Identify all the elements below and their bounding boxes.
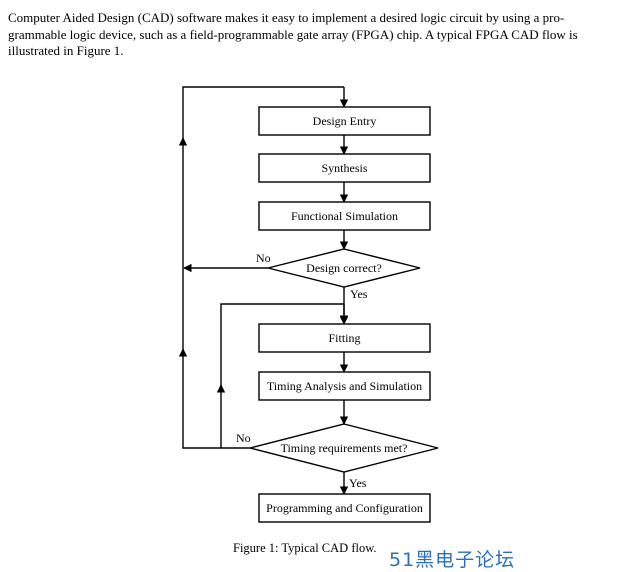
design-correct-label: Design correct? bbox=[306, 261, 382, 275]
no-label-decision-2: No bbox=[236, 431, 251, 445]
intro-line-2: grammable logic device, such as a field-… bbox=[8, 26, 578, 42]
outer-feedback-loop bbox=[182, 86, 344, 449]
fitting-label: Fitting bbox=[328, 331, 360, 345]
intro-paragraph: Computer Aided Design (CAD) software mak… bbox=[8, 10, 611, 60]
inner-feedback-loop bbox=[220, 303, 344, 448]
functional-simulation-label: Functional Simulation bbox=[291, 209, 398, 223]
design-entry-label: Design Entry bbox=[313, 114, 377, 128]
timing-met-label: Timing requirements met? bbox=[281, 441, 408, 455]
timing-analysis-label: Timing Analysis and Simulation bbox=[267, 379, 422, 393]
yes-label-decision-1: Yes bbox=[350, 287, 368, 301]
intro-line-1: Computer Aided Design (CAD) software mak… bbox=[8, 10, 565, 25]
programming-label: Programming and Configuration bbox=[266, 501, 423, 515]
yes-label-decision-2: Yes bbox=[349, 476, 367, 490]
cad-flowchart: Design Entry Synthesis Functional Simula… bbox=[178, 86, 439, 523]
watermark: 51黑电子论坛 bbox=[389, 549, 516, 571]
intro-line-3: illustrated in Figure 1. bbox=[8, 43, 124, 58]
synthesis-label: Synthesis bbox=[321, 161, 367, 175]
no-label-decision-1: No bbox=[256, 251, 271, 265]
figure-caption: Figure 1: Typical CAD flow. bbox=[233, 541, 377, 555]
